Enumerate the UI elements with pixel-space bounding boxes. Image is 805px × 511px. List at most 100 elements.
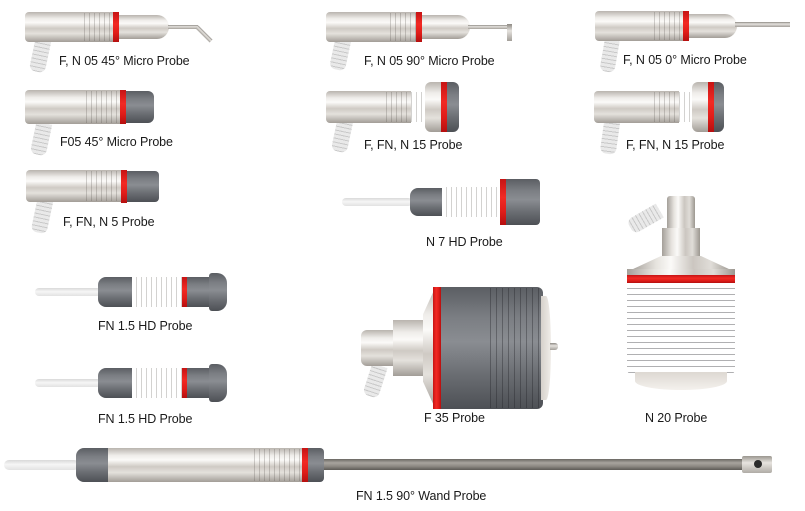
grey-housing [441, 287, 543, 409]
probe-label: FN 1.5 HD Probe [98, 319, 193, 333]
probe-nose [422, 15, 470, 39]
cable-strain-relief [28, 38, 52, 74]
probe-label: F, N 05 90° Micro Probe [364, 54, 495, 68]
probe-pin [550, 343, 558, 350]
probe-shoulder [423, 288, 435, 408]
red-band [120, 90, 126, 124]
probe-f-fn-n15-a: F, FN, N 15 Probe [310, 80, 560, 155]
probe-nose [119, 15, 169, 39]
probe-grip [80, 13, 113, 41]
red-band [121, 170, 127, 203]
red-band [416, 12, 422, 42]
housing-grooves [485, 288, 541, 408]
probe-body [326, 12, 416, 42]
cable [342, 198, 412, 206]
cable-strain-relief [30, 197, 54, 235]
probe-label: F05 45° Micro Probe [60, 135, 173, 149]
grey-cap [126, 91, 154, 123]
probe-label: FN 1.5 90° Wand Probe [356, 489, 487, 503]
red-band [182, 277, 187, 307]
probe-face [541, 296, 551, 400]
probe-label: F, N 05 0° Micro Probe [623, 53, 747, 67]
grey-collar [98, 277, 132, 307]
probe-nose [689, 14, 737, 38]
wand-shaft [324, 459, 744, 470]
probe-face [635, 372, 727, 390]
probe-grip [382, 92, 427, 122]
cable-strain-relief [29, 121, 53, 157]
probe-f35: F 35 Probe [355, 280, 575, 430]
probe-label: F, FN, N 15 Probe [626, 138, 725, 152]
cable [35, 288, 101, 296]
cable-strain-relief [329, 38, 351, 72]
probe-tip-angled [195, 25, 213, 43]
probe-rim [627, 269, 735, 275]
wand-tip-sensor [754, 460, 762, 468]
grey-flange [209, 273, 227, 311]
probe-tip [735, 22, 790, 27]
probe-label: F, FN, N 15 Probe [364, 138, 463, 152]
probe-connector [667, 196, 695, 230]
probe-label: FN 1.5 HD Probe [98, 412, 193, 426]
wand-handle [108, 448, 302, 482]
probe-label: F, FN, N 5 Probe [63, 215, 155, 229]
probe-tip [168, 25, 198, 29]
probe-f-fn-n15-b: F, FN, N 15 Probe [570, 80, 805, 155]
cable-strain-relief [599, 119, 621, 155]
probe-f05-45-micro: F05 45° Micro Probe [0, 85, 260, 157]
cable [35, 379, 101, 387]
probe-n20: N 20 Probe [615, 190, 755, 430]
probe-fn15-hd-b: FN 1.5 HD Probe [0, 355, 260, 430]
cable-strain-relief [626, 203, 664, 235]
probe-label: N 7 HD Probe [426, 235, 503, 249]
probe-grip [132, 277, 182, 307]
probe-body [594, 91, 679, 123]
probe-body [25, 90, 120, 124]
probe-tip-90 [507, 24, 512, 41]
red-band [500, 179, 506, 225]
probe-grip [650, 12, 683, 40]
probe-fn15-90-wand: FN 1.5 90° Wand Probe [0, 440, 805, 511]
probe-label: F 35 Probe [424, 411, 485, 425]
probe-head [425, 82, 441, 132]
probe-f-n05-90-micro: F, N 05 90° Micro Probe [310, 0, 560, 80]
red-band [441, 82, 447, 132]
probe-n7-hd: N 7 HD Probe [340, 175, 560, 255]
red-band [113, 12, 119, 42]
probe-connector [361, 330, 395, 366]
probe-f-n05-45-micro: F, N 05 45° Micro Probe [0, 0, 260, 80]
grey-head [187, 368, 211, 398]
probe-grip [82, 171, 121, 201]
probe-f-fn-n5: F, FN, N 5 Probe [0, 165, 260, 235]
red-band [627, 275, 735, 283]
cable [4, 460, 79, 470]
grey-head [187, 277, 211, 307]
probe-grip [132, 368, 182, 398]
grey-cap [127, 171, 159, 202]
grey-end-cap [76, 448, 108, 482]
probe-grip [386, 13, 416, 41]
grey-collar [98, 368, 132, 398]
red-band [708, 82, 714, 132]
cable-strain-relief [362, 363, 388, 399]
probe-grip [442, 187, 500, 217]
probe-label: N 20 Probe [645, 411, 708, 425]
grey-cap [714, 82, 724, 132]
wand-grip [250, 449, 302, 481]
probe-tip [468, 25, 508, 29]
cable-strain-relief [599, 38, 620, 74]
grey-cap [447, 82, 459, 132]
probe-body [326, 91, 411, 123]
probe-grip [82, 91, 120, 123]
grey-collar [308, 448, 324, 482]
probe-body [595, 11, 683, 41]
red-band [302, 448, 308, 482]
grey-head [506, 179, 540, 225]
cable-strain-relief [330, 118, 354, 154]
red-band [433, 287, 441, 409]
probe-label: F, N 05 45° Micro Probe [59, 54, 190, 68]
grey-collar [410, 188, 442, 216]
grey-flange [209, 364, 227, 402]
probe-grip [650, 92, 695, 122]
probe-body [25, 12, 113, 42]
